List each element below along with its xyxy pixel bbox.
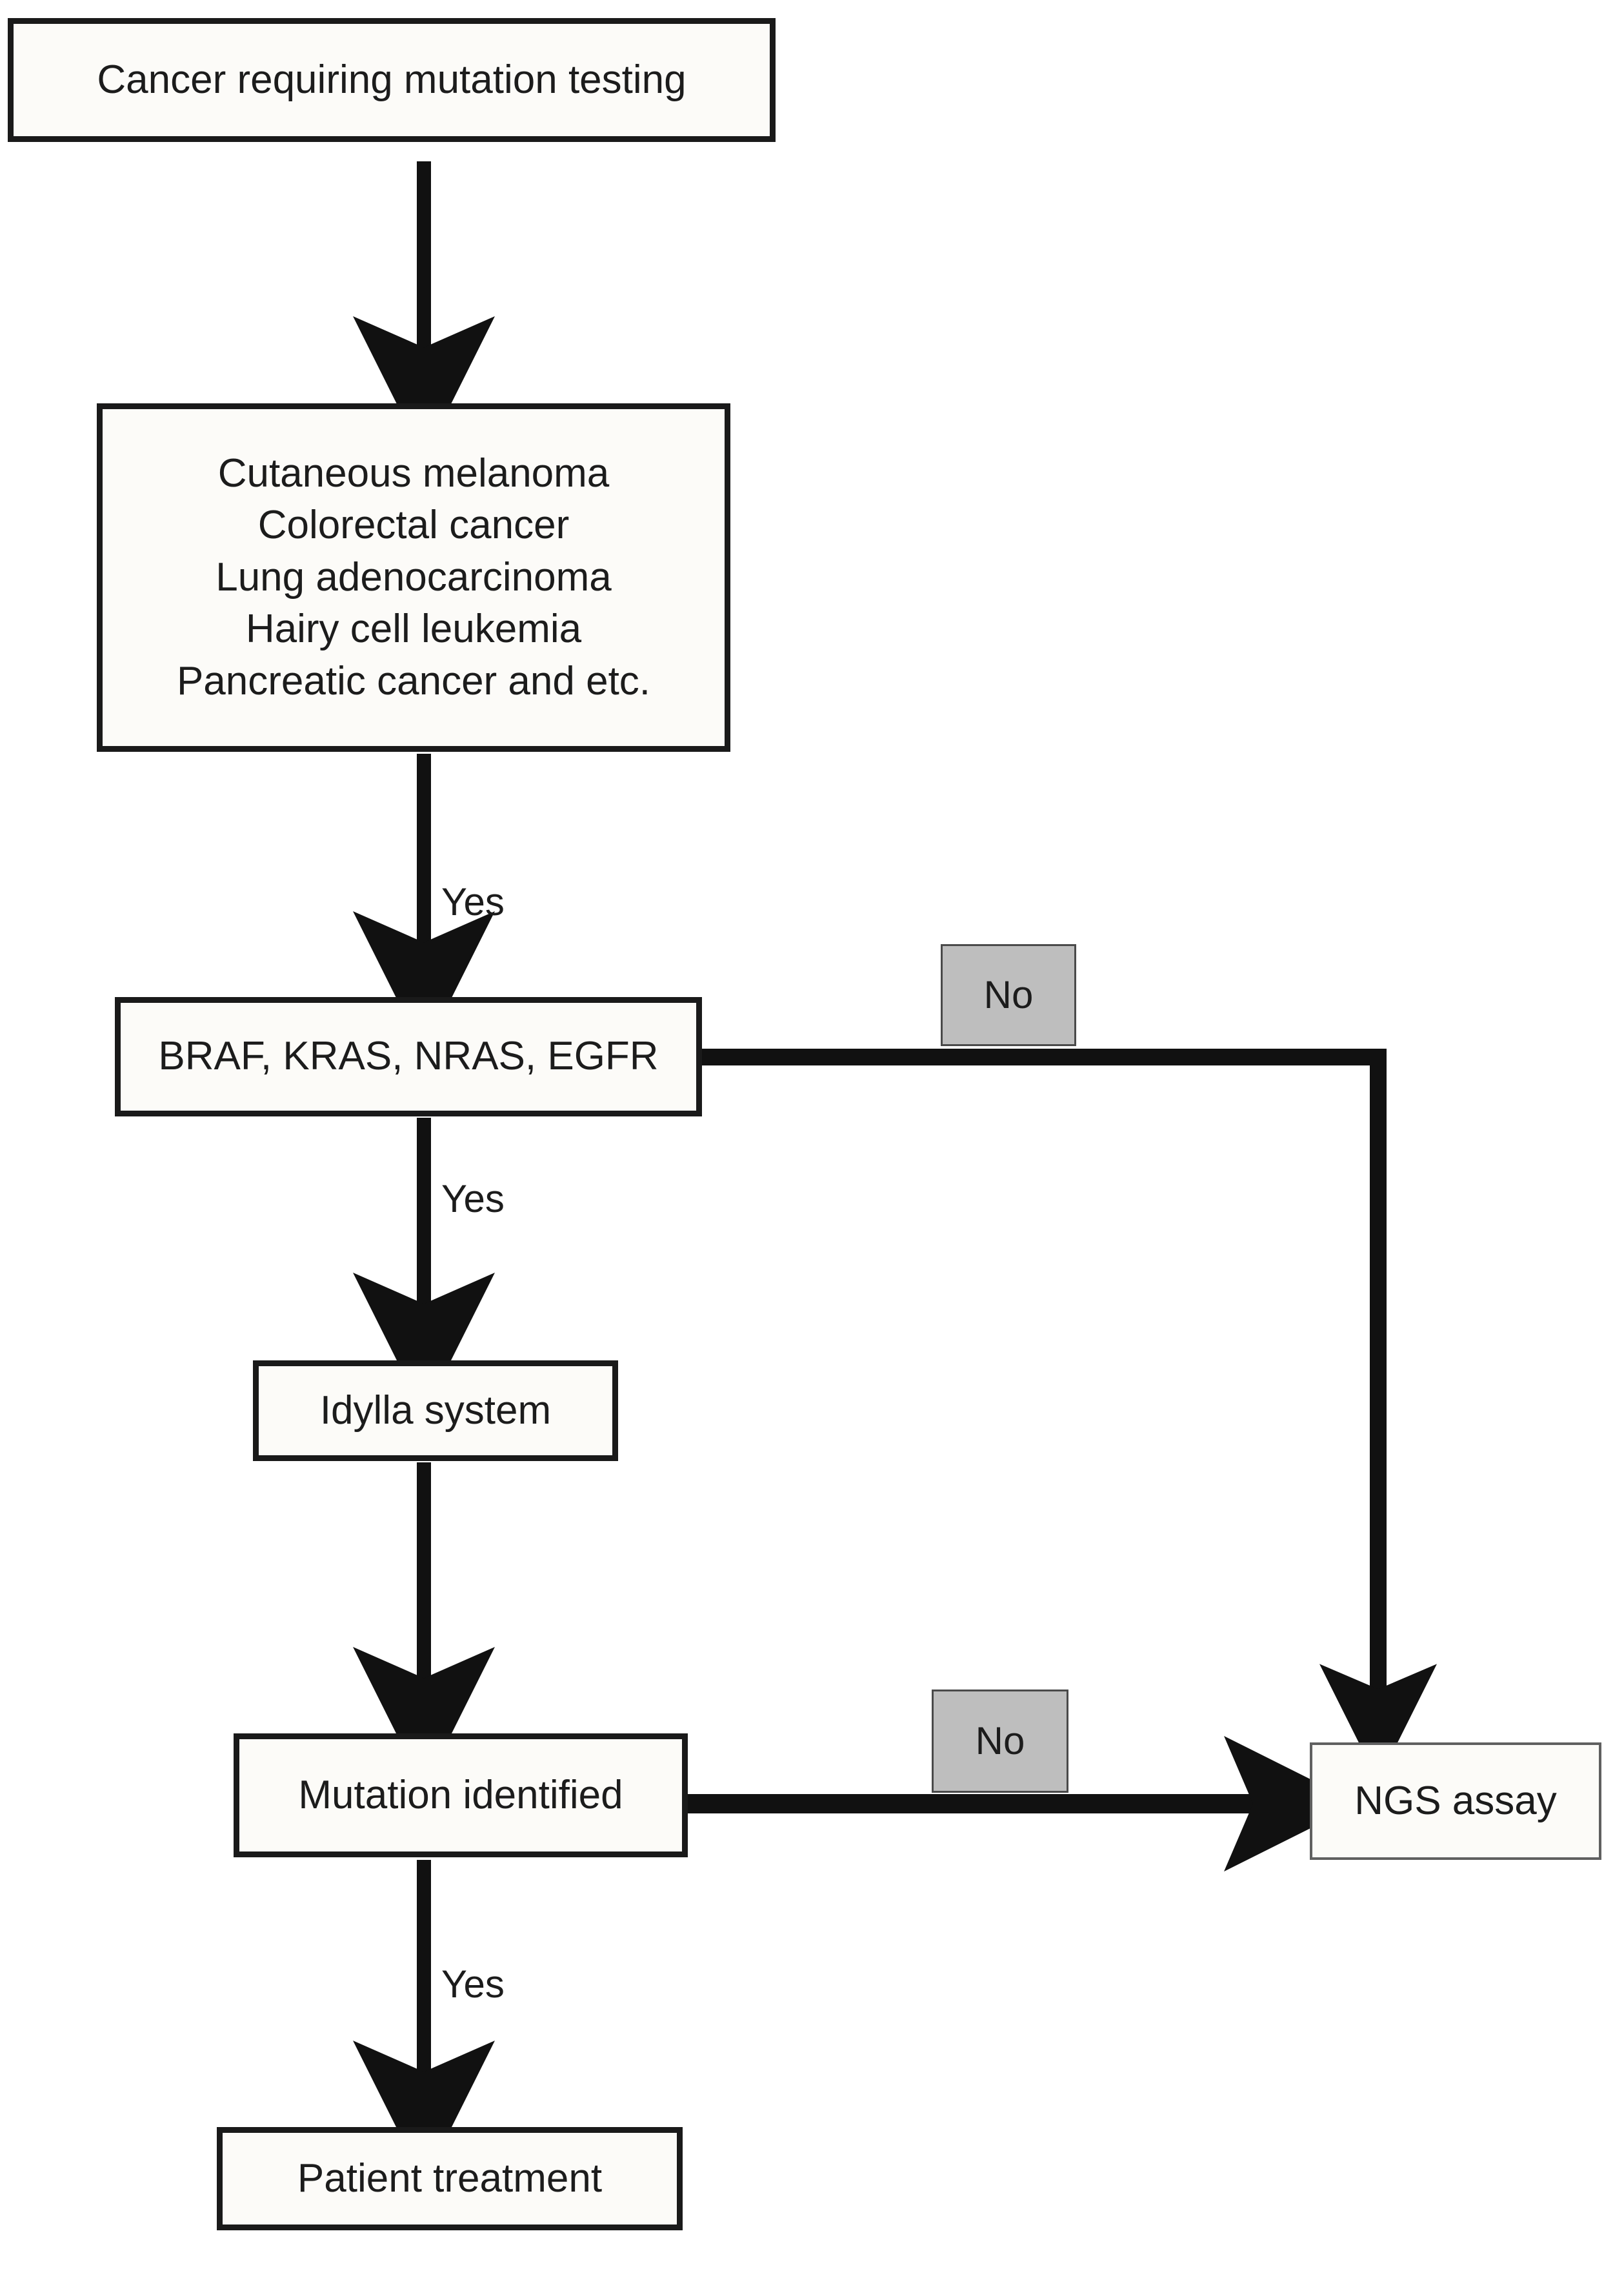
node-patient-treatment[interactable]: Patient treatment bbox=[217, 2127, 683, 2230]
node-mutation-identified[interactable]: Mutation identified bbox=[234, 1733, 688, 1857]
edge-label-yes-to-patient-treatment: Yes bbox=[441, 1962, 505, 2006]
node-cancer-types[interactable]: Cutaneous melanoma Colorectal cancer Lun… bbox=[97, 403, 730, 752]
node-start[interactable]: Cancer requiring mutation testing bbox=[8, 18, 776, 142]
node-ngs-assay[interactable]: NGS assay bbox=[1310, 1742, 1601, 1860]
edge-label-yes-to-gene-panel: Yes bbox=[441, 880, 505, 923]
node-idylla-system-label: Idylla system bbox=[319, 1387, 552, 1433]
node-ngs-assay-label: NGS assay bbox=[1354, 1778, 1557, 1823]
node-cancer-types-label: Cutaneous melanoma Colorectal cancer Lun… bbox=[176, 450, 651, 703]
node-gene-panel[interactable]: BRAF, KRAS, NRAS, EGFR bbox=[115, 997, 702, 1116]
node-start-label: Cancer requiring mutation testing bbox=[97, 57, 687, 102]
edge-label-no-mutation-to-ngs: No bbox=[932, 1690, 1068, 1793]
connector-gene-panel-to-ngs-assay bbox=[701, 1049, 1437, 1782]
node-patient-treatment-label: Patient treatment bbox=[297, 2155, 603, 2201]
node-idylla-system[interactable]: Idylla system bbox=[253, 1360, 618, 1461]
node-mutation-identified-label: Mutation identified bbox=[298, 1772, 623, 1817]
edge-label-no-gene-panel-to-ngs: No bbox=[941, 944, 1076, 1046]
node-gene-panel-label: BRAF, KRAS, NRAS, EGFR bbox=[158, 1034, 659, 1079]
edge-label-yes-to-idylla: Yes bbox=[441, 1177, 505, 1220]
